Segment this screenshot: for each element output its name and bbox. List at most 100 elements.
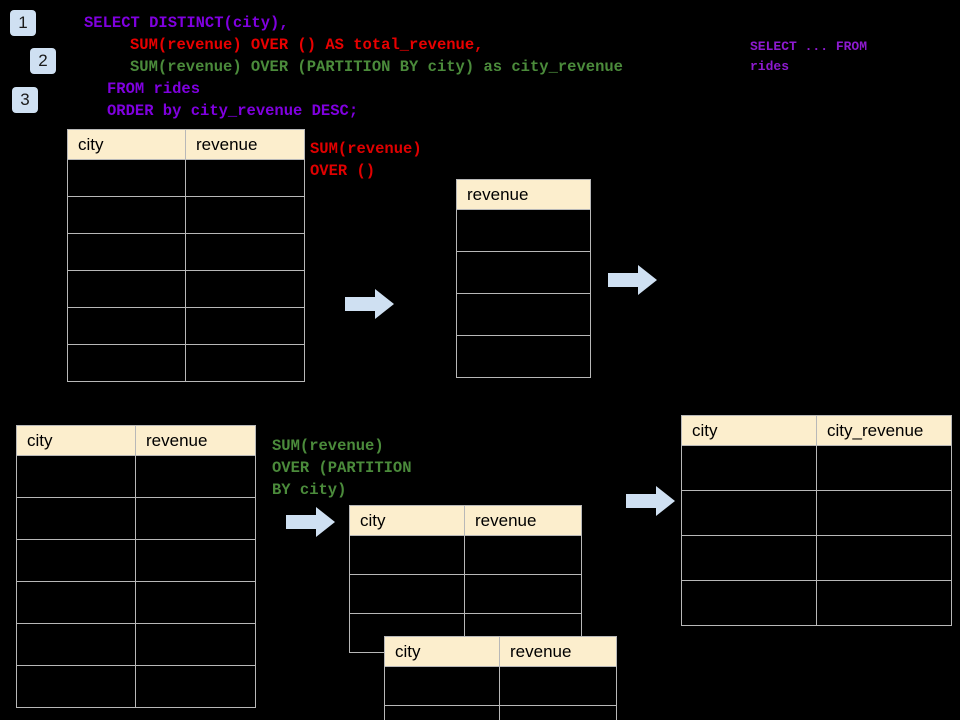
table-row [349, 574, 582, 614]
arrow-right-icon [286, 507, 335, 537]
table-row [349, 535, 582, 575]
table-header-row: city city_revenue [681, 415, 952, 446]
cell-revenue [185, 159, 305, 197]
table-row [681, 535, 952, 581]
cell-revenue [135, 581, 256, 624]
cell-revenue [499, 705, 617, 720]
cell-revenue [135, 623, 256, 666]
column-header-revenue: revenue [499, 636, 617, 667]
table-row [384, 705, 617, 720]
table-row [16, 581, 256, 624]
arrow-right-icon [626, 486, 675, 516]
sql-line-from: FROM rides [107, 80, 201, 98]
cell-city [384, 666, 500, 706]
table-header-row: revenue [456, 179, 591, 210]
table-row [681, 580, 952, 626]
cell-revenue [185, 270, 305, 308]
step-badge-1: 1 [10, 10, 36, 36]
cell-city [16, 455, 136, 498]
cell-city [67, 307, 186, 345]
table-row [16, 665, 256, 708]
column-header-city: city [384, 636, 500, 667]
column-header-city-revenue: city_revenue [816, 415, 952, 446]
table-header-row: city revenue [349, 505, 582, 536]
cell-city [681, 490, 817, 536]
column-header-city: city [16, 425, 136, 456]
table-row [16, 623, 256, 666]
cell-city-revenue [816, 580, 952, 626]
cell-revenue [135, 539, 256, 582]
cell-city [681, 445, 817, 491]
arrow-right-icon [345, 289, 394, 319]
cell-revenue [456, 251, 591, 294]
cell-revenue [135, 455, 256, 498]
table-rides-source-top: city revenue [67, 129, 305, 382]
cell-revenue [456, 335, 591, 378]
cell-city [16, 623, 136, 666]
table-header-row: city revenue [16, 425, 256, 456]
table-row [16, 539, 256, 582]
column-header-revenue: revenue [135, 425, 256, 456]
cell-city [67, 196, 186, 234]
cell-city [16, 581, 136, 624]
table-partition-back: city revenue [349, 505, 582, 653]
annotation-sum-over-empty: SUM(revenue) OVER () [310, 140, 422, 180]
cell-city [349, 535, 465, 575]
column-header-revenue: revenue [185, 129, 305, 160]
table-rides-source-bottom: city revenue [16, 425, 256, 708]
cell-city [67, 233, 186, 271]
cell-city [16, 497, 136, 540]
cell-revenue [464, 574, 582, 614]
cell-city [67, 270, 186, 308]
cell-revenue [456, 293, 591, 336]
sql-line-order-by: ORDER by city_revenue DESC; [107, 102, 359, 120]
column-header-city: city [349, 505, 465, 536]
cell-revenue [185, 196, 305, 234]
cell-revenue [135, 497, 256, 540]
table-row [456, 335, 591, 378]
annotation-sum-over-partition: SUM(revenue) OVER (PARTITION BY city) [272, 437, 412, 499]
table-header-row: city revenue [67, 129, 305, 160]
table-row [456, 209, 591, 252]
table-row [456, 251, 591, 294]
column-header-revenue: revenue [464, 505, 582, 536]
table-row [67, 344, 305, 382]
cell-city [384, 705, 500, 720]
table-partition-front: city revenue [384, 636, 617, 720]
table-row [681, 490, 952, 536]
sql-line-select: SELECT DISTINCT(city), [84, 14, 289, 32]
table-row [67, 307, 305, 345]
annotation-select-from-rides: SELECT ... FROM rides [750, 39, 868, 74]
table-row [16, 497, 256, 540]
cell-city [67, 344, 186, 382]
cell-revenue [499, 666, 617, 706]
cell-revenue [185, 233, 305, 271]
arrow-right-icon [608, 265, 657, 295]
table-row [16, 455, 256, 498]
table-row [456, 293, 591, 336]
cell-revenue [185, 344, 305, 382]
table-header-row: city revenue [384, 636, 617, 667]
step-badge-2: 2 [30, 48, 56, 74]
column-header-city: city [67, 129, 186, 160]
cell-revenue [185, 307, 305, 345]
table-row [67, 196, 305, 234]
table-total-revenue: revenue [456, 179, 591, 378]
table-row [681, 445, 952, 491]
sql-line-sum-over-empty: SUM(revenue) OVER () AS total_revenue, [130, 36, 484, 54]
cell-city [681, 580, 817, 626]
table-row [67, 159, 305, 197]
cell-city-revenue [816, 445, 952, 491]
cell-city [16, 539, 136, 582]
sql-line-sum-over-partition: SUM(revenue) OVER (PARTITION BY city) as… [130, 58, 623, 76]
table-city-revenue-result: city city_revenue [681, 415, 952, 626]
cell-revenue [456, 209, 591, 252]
cell-city-revenue [816, 490, 952, 536]
cell-revenue [135, 665, 256, 708]
cell-city [16, 665, 136, 708]
cell-city [681, 535, 817, 581]
cell-city-revenue [816, 535, 952, 581]
cell-city [67, 159, 186, 197]
step-badge-3: 3 [12, 87, 38, 113]
